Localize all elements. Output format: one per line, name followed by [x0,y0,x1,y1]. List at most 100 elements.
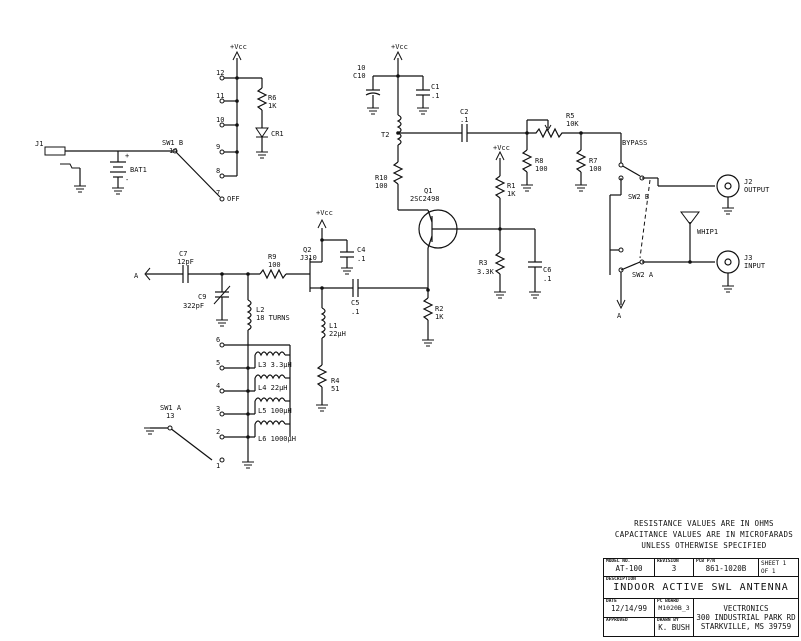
label-q1: Q1 [424,187,432,195]
label-r5-val: 10K [566,120,579,128]
label-sw1b: SW1 B [162,139,183,147]
j3-input-jack-icon [716,250,740,274]
t2-transformer [396,114,402,146]
l5-inductor [254,397,286,403]
label-r7-val: 100 [589,165,602,173]
tb-model-cell: MODEL NO. AT-100 [603,558,655,577]
label-r6: R6 [268,94,276,102]
tb-drawn: K. BUSH [658,623,690,632]
label-l1-val: 22μH [329,330,346,338]
r7-resistor [575,149,587,173]
tb-approved-label: APPROVED [606,618,628,623]
label-l2-val: 18 TURNS [256,314,290,322]
label-r2-val: 1K [435,313,444,321]
label-c2-val: .1 [460,116,468,124]
label-r2: R2 [435,305,443,313]
tb-revision: 3 [671,564,677,573]
label-sw2a-a: A [617,312,622,320]
label-pin1: 1 [216,462,220,470]
label-j1: J1 [35,140,43,148]
input-stage [144,218,429,458]
tb-model-label: MODEL NO. [606,559,631,564]
label-r6-val: 1K [268,102,277,110]
label-sw1a-pin: 13 [166,412,174,420]
note-capacitance: CAPACITANCE VALUES ARE IN MICROFARADS [614,530,794,539]
tb-description-cell: DESCRIPTION INDOOR ACTIVE SWL ANTENNA [603,575,799,600]
tb-pcb: 861-1020B [705,564,747,573]
vcc-arrow-icon [232,50,242,61]
r9-resistor [259,268,287,280]
label-r1: R1 [507,182,515,190]
tb-pcboard: M1020B_3 [658,604,690,613]
l3-inductor [254,351,286,357]
tb-title: INDOOR ACTIVE SWL ANTENNA [613,581,789,593]
label-q1-part: 2SC2498 [410,195,440,203]
r10-resistor [392,161,404,185]
label-pin6: 6 [216,336,220,344]
r8-resistor [521,149,533,173]
label-c6: C6 [543,266,551,274]
tb-revision-label: REVISION [657,559,679,564]
label-c6-val: .1 [543,275,551,283]
tb-drawn-cell: DRAWN BY K. BUSH [654,617,694,637]
label-r7: R7 [589,157,597,165]
label-r4-val: 51 [331,385,339,393]
band-coils [143,342,291,469]
tb-description-label: DESCRIPTION [606,576,636,582]
label-bat-minus: - [125,176,129,184]
tb-company-address: 300 INDUSTRIAL PARK RD [696,613,796,623]
l1-inductor [320,307,326,339]
tb-revision-cell: REVISION 3 [654,558,694,577]
tb-pcboard-label: PC BOARD [657,599,679,605]
label-r5: R5 [566,112,574,120]
label-off: OFF [227,195,240,203]
label-bypass: BYPASS [622,139,647,147]
label-pin2: 2 [216,428,220,436]
label-c4-val: .1 [357,255,365,263]
label-vcc-sw1: +Vcc [230,43,247,51]
label-sw2a: SW2 A [632,271,654,279]
tb-company-city: STARKVILLE, MS 39759 [700,622,792,632]
r5-potentiometer [527,127,581,139]
label-pin5: 5 [216,359,220,367]
label-r3: R3 [479,259,487,267]
r4-resistor [316,364,328,388]
label-input-a: A [134,272,139,280]
tb-pcb-label: PCB P/N [696,559,715,564]
label-j3: J3 [744,254,752,262]
cr1-led-icon [255,127,269,138]
label-c2: C2 [460,108,468,116]
j1-jack-icon [44,146,66,156]
supply-decoupling [365,50,622,192]
label-r9-val: 100 [268,261,281,269]
label-r10-val: 100 [375,182,388,190]
label-vcc-r1: +Vcc [493,144,510,152]
tb-approved-cell: APPROVED [603,617,655,637]
component-labels: +Vcc +Vcc +Vcc +Vcc J1 BAT1 + - SW1 B 14… [35,43,770,470]
l4-inductor [254,374,286,380]
label-j2-name: OUTPUT [744,186,770,194]
label-r9: R9 [268,253,276,261]
label-l1: L1 [329,322,337,330]
label-pin4: 4 [216,382,220,390]
r6-resistor [256,87,268,111]
label-pin9: 9 [216,143,220,151]
tb-date: 12/14/99 [610,604,648,614]
general-notes: RESISTANCE VALUES ARE IN OHMS CAPACITANC… [606,518,801,551]
tb-date-label: DATE [606,599,617,605]
label-c10-val: 10 [357,64,365,72]
label-pin7: 7 [216,189,220,197]
label-vcc-top: +Vcc [391,43,408,51]
label-c1-val: .1 [431,92,439,100]
label-c5-val: .1 [351,308,359,316]
tb-drawn-label: DRAWN BY [657,618,679,623]
label-r8: R8 [535,157,543,165]
label-bat1: BAT1 [130,166,147,174]
label-pin11: 11 [216,92,224,100]
label-c7-val: 12pF [177,258,194,266]
title-block: MODEL NO. AT-100 REVISION 3 PCB P/N 861-… [603,558,799,637]
input-a-arrow-icon [144,267,151,281]
label-c9: C9 [198,293,206,301]
tb-pcboard-cell: PC BOARD M1020B_3 [654,598,694,618]
